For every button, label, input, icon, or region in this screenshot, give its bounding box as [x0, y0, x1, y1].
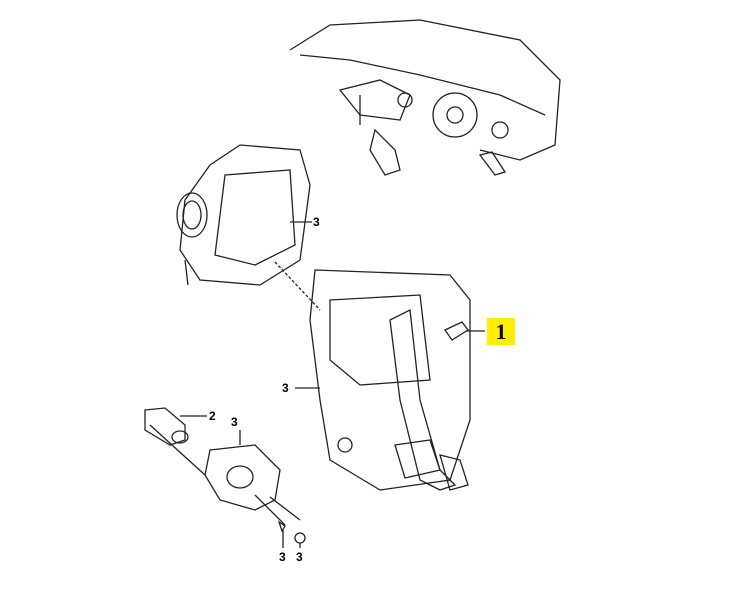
callout-3-pedal-panel[interactable]: 3: [282, 381, 289, 395]
cap: [294, 532, 306, 548]
callout-3-screw[interactable]: 3: [279, 550, 286, 564]
callout-2-switch[interactable]: 2: [209, 409, 216, 423]
callout-3-upper-panel[interactable]: 3: [313, 215, 320, 229]
part-1-highlight-callout[interactable]: 1: [487, 318, 515, 345]
callout-3-cap[interactable]: 3: [296, 550, 303, 564]
ignition-switch: [144, 407, 206, 476]
callout-3-bezel[interactable]: 3: [231, 415, 238, 429]
screw: [277, 520, 286, 548]
pedal-assembly: [309, 269, 471, 491]
upper-trim-panel: [176, 144, 321, 311]
dashboard-illustration: [289, 19, 561, 176]
ignition-bezel: [204, 430, 301, 526]
